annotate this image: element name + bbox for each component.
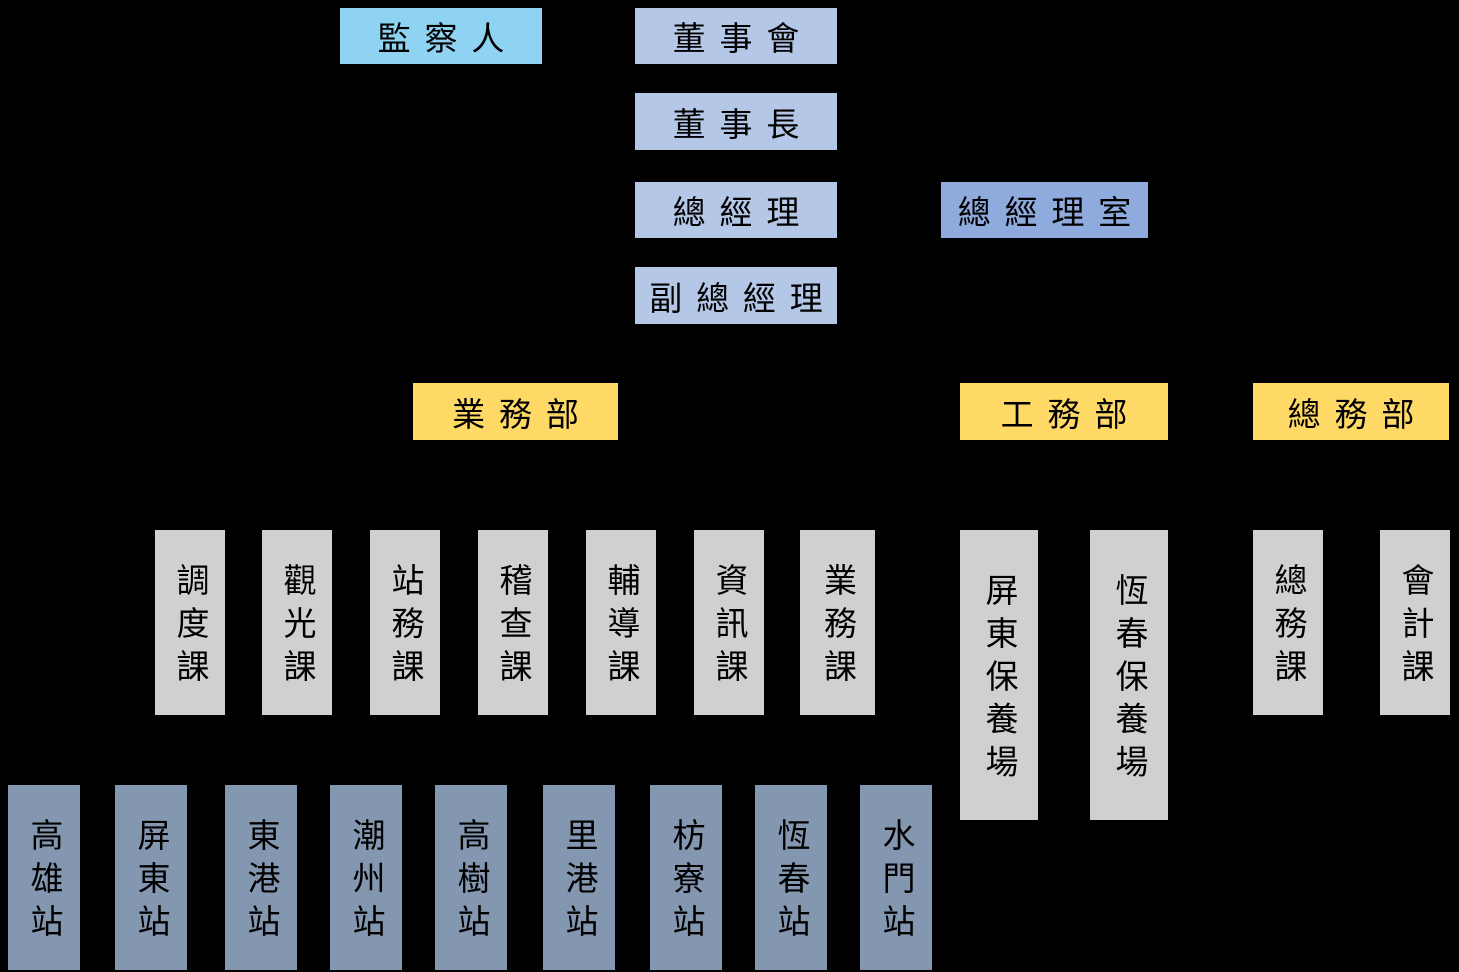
node-label: 觀光課 (278, 563, 317, 692)
section-business: 業務課 (800, 530, 875, 715)
section-tourism: 觀光課 (262, 530, 332, 715)
node-label: 高雄站 (25, 818, 64, 947)
section-station-affairs: 站務課 (370, 530, 440, 715)
node-label: 董事長 (672, 104, 814, 144)
node-label: 枋寮站 (667, 818, 706, 947)
node-label: 高樹站 (452, 818, 491, 947)
section-counseling: 輔導課 (586, 530, 656, 715)
node-label: 監察人 (377, 19, 519, 58)
station-pingtung: 屏東站 (115, 785, 187, 970)
node-label: 潮州站 (347, 818, 386, 947)
node-label: 里港站 (560, 818, 599, 947)
station-ligang: 里港站 (543, 785, 615, 970)
node-supervisor: 監察人 (340, 8, 542, 64)
node-general-manager-office: 總經理室 (941, 182, 1148, 238)
node-label: 屏東保養場 (980, 572, 1019, 788)
node-label: 業務課 (818, 563, 858, 692)
node-label: 總務課 (1269, 563, 1308, 692)
node-dept-general-affairs: 總務部 (1253, 383, 1449, 440)
station-shuimen: 水門站 (860, 785, 932, 970)
section-information: 資訊課 (694, 530, 764, 715)
node-chairman: 董事長 (635, 93, 837, 150)
node-dept-business: 業務部 (413, 383, 618, 440)
node-label: 恆春站 (772, 818, 811, 947)
node-label: 輔導課 (602, 563, 641, 692)
station-hengchun: 恆春站 (755, 785, 827, 970)
section-accounting: 會計課 (1380, 530, 1450, 715)
node-deputy-general-manager: 副總經理 (635, 267, 837, 324)
node-board-of-directors: 董事會 (635, 8, 837, 64)
station-gaoshu: 高樹站 (435, 785, 507, 970)
node-label: 東港站 (242, 818, 281, 947)
node-general-manager: 總經理 (635, 182, 837, 238)
station-donggang: 東港站 (225, 785, 297, 970)
node-label: 會計課 (1396, 563, 1435, 692)
section-inspection: 稽查課 (478, 530, 548, 715)
station-chaozhou: 潮州站 (330, 785, 402, 970)
node-label: 恆春保養場 (1110, 572, 1149, 788)
station-fangliao: 枋寮站 (650, 785, 722, 970)
node-label: 總務部 (1287, 394, 1429, 434)
node-label: 稽查課 (494, 563, 533, 692)
node-label: 業務部 (452, 394, 593, 434)
node-label: 工務部 (1000, 394, 1142, 434)
yard-hengchun-maintenance: 恆春保養場 (1090, 530, 1168, 820)
section-general-affairs: 總務課 (1253, 530, 1323, 715)
node-label: 調度課 (171, 563, 210, 692)
station-kaohsiung: 高雄站 (8, 785, 80, 970)
node-label: 董事會 (672, 19, 814, 58)
node-label: 總經理 (672, 193, 814, 232)
node-label: 站務課 (386, 563, 425, 692)
node-label: 總經理室 (957, 193, 1146, 232)
node-label: 水門站 (877, 818, 916, 947)
node-dept-engineering: 工務部 (960, 383, 1168, 440)
yard-pingtung-maintenance: 屏東保養場 (960, 530, 1038, 820)
node-label: 副總經理 (649, 278, 837, 318)
node-label: 屏東站 (132, 818, 171, 947)
section-dispatch: 調度課 (155, 530, 225, 715)
node-label: 資訊課 (710, 563, 749, 692)
